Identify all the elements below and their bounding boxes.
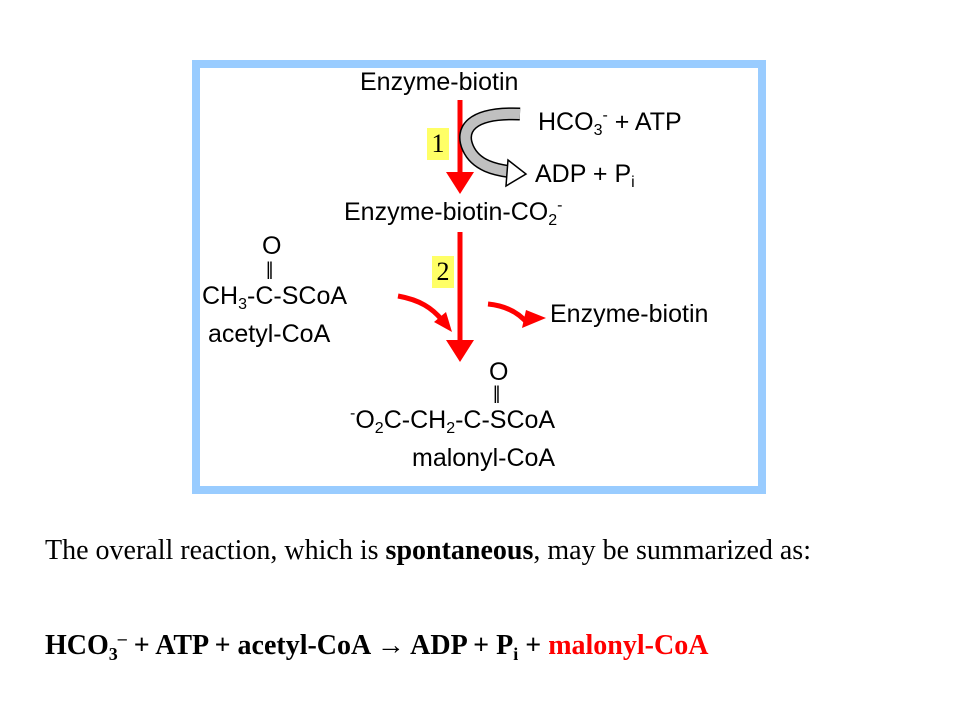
malonyl-mid-text: C-CH [383,406,447,434]
acetyl-carbonyl-oxygen: O [262,232,282,260]
acetyl-subscript: 3 [238,296,248,313]
enzyme-biotin-label: Enzyme-biotin [360,70,518,95]
diagram-frame [192,60,766,494]
step1-label: 1 [427,128,449,160]
hco3-atp-label: HCO3- + ATP [538,108,682,139]
malonyl-coa-name: malonyl-CoA [412,444,556,472]
eq-adp: ADP + P [404,630,514,661]
eq-malonyl: malonyl-CoA [548,630,709,661]
step1-arrow-head [446,172,474,194]
malonyl-subscript-2: 2 [446,420,456,437]
step2-arrow-head [446,340,474,362]
eq-hco: HCO [45,630,109,661]
acetyl-double-bond: || [266,259,274,279]
adp-pi-label: ADP + Pi [535,162,635,191]
enzyme-out-arrow [487,301,530,326]
carboxybiotin-label: Enzyme-biotin-CO2- [344,198,562,229]
curved-arrow-gray-fill [460,108,521,177]
summary-bold-word: spontaneous [385,535,534,566]
eq-pi-subscript: i [513,644,519,664]
eq-plus: + [518,630,549,661]
hco3-superscript: - [602,107,608,124]
acetyl-rest-text: -C-SCoA [247,282,348,310]
enzyme-biotin-text: Enzyme-biotin [360,68,519,96]
eq-hco-superscript: – [117,628,127,648]
hco3-text: HCO [538,108,594,136]
summary-start: The overall reaction, which is [45,535,386,566]
hco3-subscript: 3 [593,122,603,139]
enzyme-out-arrow-head [522,310,546,328]
carboxybiotin-superscript: - [557,197,563,214]
summary-end: , may be summarized as: [533,535,811,566]
malonyl-subscript-1: 2 [374,420,384,437]
acetyl-coa-name: acetyl-CoA [208,320,331,348]
summary-text: The overall reaction, which is spontaneo… [45,533,925,569]
malonyl-rest-text: -C-SCoA [455,406,556,434]
curved-arrow-gray-head [505,158,528,188]
malonyl-carbonyl-oxygen: O [489,358,509,386]
acetyl-formula: CH3-C-SCoA [202,284,347,313]
acetyl-ch-text: CH [202,282,239,310]
malonyl-o-text: O [355,406,375,434]
enzyme-biotin-released: Enzyme-biotin [550,300,709,328]
carboxybiotin-text: Enzyme-biotin-CO [344,198,549,226]
eq-middle: + ATP + acetyl-CoA [126,630,377,661]
overall-equation: HCO3– + ATP + acetyl-CoA → ADP + Pi + ma… [45,628,945,665]
pi-subscript: i [631,174,635,191]
carboxybiotin-subscript: 2 [548,212,558,229]
plus-atp-text: + ATP [607,108,682,136]
malonyl-formula: -O2C-CH2-C-SCoA [350,406,555,437]
malonyl-double-bond: || [493,383,501,403]
acetyl-in-arrow [397,293,444,322]
eq-hco-subscript: 3 [108,644,118,664]
adp-pi-text: ADP + P [535,160,632,188]
step2-label: 2 [432,256,454,288]
acetyl-in-arrow-head [434,312,452,332]
malonyl-charge: - [350,405,356,422]
eq-arrow: → [376,630,405,661]
